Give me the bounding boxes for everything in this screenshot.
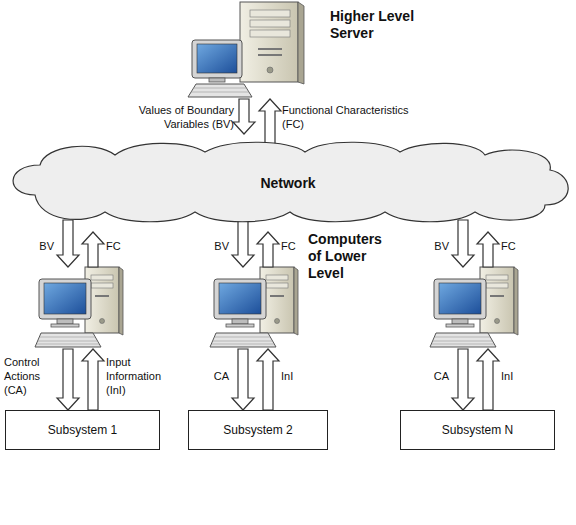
subsystem-label: Subsystem N (442, 423, 513, 437)
arrow-label: BV (189, 240, 229, 254)
computer-icon (210, 267, 298, 347)
hollow-arrow (232, 220, 254, 267)
arrow-label: FC (501, 240, 541, 254)
node-heading: Higher Level Server (330, 8, 440, 42)
network-cloud: Network (5, 140, 571, 226)
arrow-label: FC (106, 240, 146, 254)
edge-label-box: FC (501, 240, 541, 254)
arrow-label: Control Actions (CA) (4, 356, 56, 397)
subsystem-label: Subsystem 1 (48, 423, 117, 437)
hollow-arrow (259, 99, 281, 146)
hollow-arrow (452, 349, 474, 410)
server-node: Higher Level Server (188, 0, 306, 99)
edge-label-box: Input Information (InI) (106, 356, 182, 397)
hollow-arrow (82, 349, 104, 410)
edge-label-box: InI (281, 370, 321, 384)
arrow-label: Input Information (InI) (106, 356, 182, 397)
arrow-label: BV (409, 240, 449, 254)
edge-label-box: BV (14, 240, 54, 254)
hollow-arrow (477, 232, 499, 267)
arrow-label: CA (189, 370, 229, 384)
arrow-label: Values of Boundary Variables (BV) (114, 104, 234, 132)
edge-label-box: BV (189, 240, 229, 254)
hollow-arrow (477, 349, 499, 410)
edge-label-box: Functional Characteristics (FC) (282, 104, 422, 132)
edge-label-box: BV (409, 240, 449, 254)
subsystem-label: Subsystem 2 (223, 423, 292, 437)
arrow-label: InI (281, 370, 321, 384)
cloud-shape (13, 142, 568, 222)
subsystem-box: Subsystem 1 (5, 410, 160, 450)
network-label: Network (260, 175, 315, 191)
edge-label-box: Values of Boundary Variables (BV) (114, 104, 234, 132)
subsystem-box: Subsystem 2 (188, 410, 328, 450)
server-icon (188, 2, 304, 97)
hollow-arrow (57, 220, 79, 267)
computer-icon (430, 267, 518, 347)
subsystem-box: Subsystem N (400, 410, 555, 450)
edge-label-box: FC (281, 240, 307, 254)
arrow-label: FC (281, 240, 307, 254)
computer-node: Computers of Lower Level (210, 267, 300, 349)
arrow-label: CA (409, 370, 449, 384)
arrow-label: Functional Characteristics (FC) (282, 104, 422, 132)
computer-node (35, 267, 125, 349)
node-heading: Computers of Lower Level (308, 231, 388, 281)
arrow-label: InI (501, 370, 541, 384)
edge-label-box: InI (501, 370, 541, 384)
edge-label-box: CA (409, 370, 449, 384)
edge-label-box: FC (106, 240, 146, 254)
hollow-arrow (233, 99, 255, 134)
arrow-label: BV (14, 240, 54, 254)
computer-icon (35, 267, 123, 347)
hollow-arrow (57, 349, 79, 410)
edge-label-box: Control Actions (CA) (4, 356, 56, 397)
hollow-arrow (82, 232, 104, 267)
computer-node (430, 267, 520, 349)
hollow-arrow (452, 220, 474, 267)
edge-label-box: CA (189, 370, 229, 384)
hollow-arrow (232, 349, 254, 410)
hollow-arrow (257, 232, 279, 267)
hollow-arrow (257, 349, 279, 410)
